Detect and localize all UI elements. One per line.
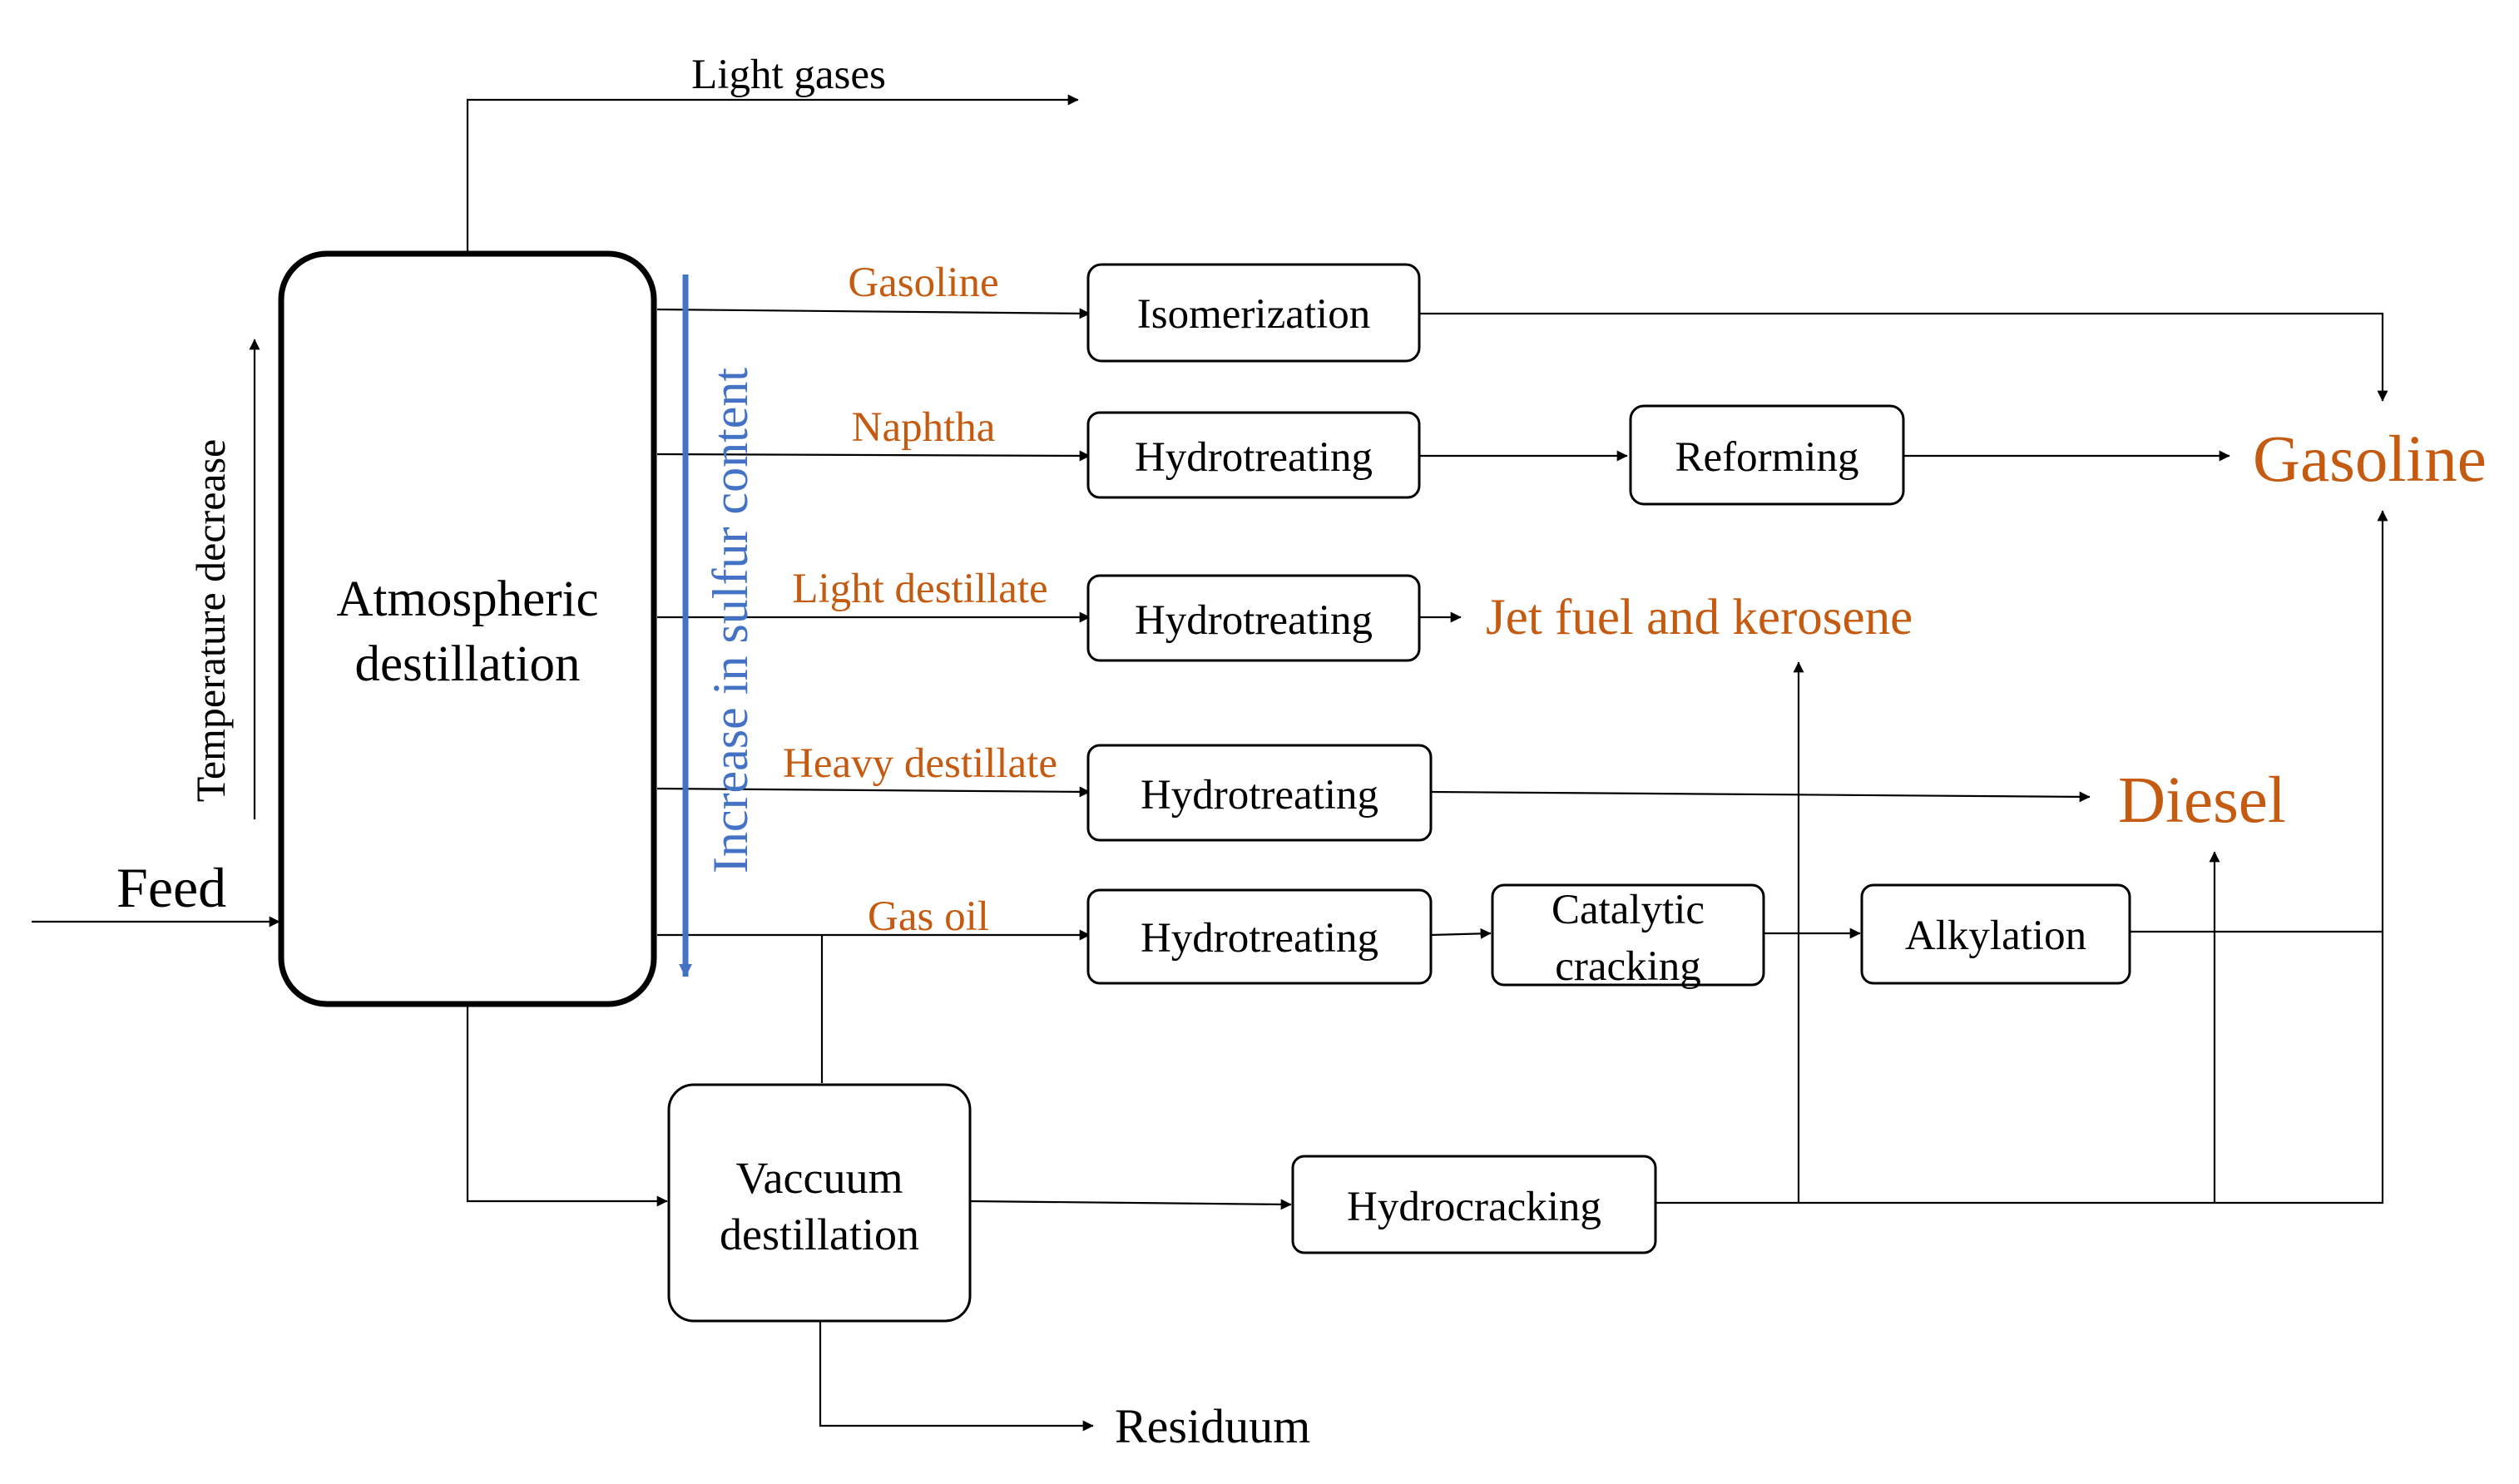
alkylation-box	[1860, 883, 2131, 985]
hydrotreating-heavy-box	[1086, 744, 1433, 842]
atmospheric-column	[278, 250, 657, 1007]
product-label-gasoline: Gasoline	[2253, 423, 2487, 496]
hydrocracking-label: Hydrocracking	[1347, 1184, 1601, 1230]
hydrotreating-gasoil-unit: Hydrotreating	[1086, 888, 1433, 985]
isomerization-label: Isomerization	[1137, 291, 1370, 338]
hydrotreating-to-diesel-arrow	[1430, 790, 2091, 803]
vacuum-label-line2: destillation	[720, 1209, 919, 1259]
hydrocracking-box	[1291, 1155, 1657, 1254]
light-gases-arrow	[466, 94, 1079, 251]
isomerization-to-gasoline-arrow	[1419, 312, 2388, 402]
light-gases-label: Light gases	[691, 52, 886, 98]
hydrotreating-naphtha-label: Hydrotreating	[1135, 434, 1373, 481]
hydrocracking-unit: Hydrocracking	[1291, 1155, 1657, 1254]
heavy-destillate-stream-arrow	[656, 786, 1091, 798]
reforming-unit: Reforming	[1629, 404, 1905, 506]
alkylation-unit: Alkylation	[1860, 883, 2131, 985]
gasoline-stream-arrow	[656, 308, 1091, 319]
atmospheric-distillation-unit: Atmospheric destillation	[278, 250, 657, 1007]
stream-label-naphtha: Naphtha	[852, 404, 996, 451]
naphtha-stream-arrow	[656, 450, 1091, 462]
residuum-label: Residuum	[1115, 1399, 1310, 1453]
atmospheric-label-line2: destillation	[354, 636, 580, 692]
stream-label-heavy-destillate: Heavy destillate	[783, 740, 1057, 787]
hydrotreating-gasoil-label: Hydrotreating	[1141, 915, 1378, 962]
catalytic-cracking-unit: Catalytic cracking	[1491, 883, 1765, 990]
catalytic-cracking-label-line2: cracking	[1555, 943, 1701, 990]
vacuum-label-line1: Vaccuum	[736, 1153, 903, 1203]
isomerization-box	[1086, 263, 1421, 363]
hydrocracking-to-gasoline-arrow	[1655, 510, 2388, 1205]
hydrotreating-light-label: Hydrotreating	[1135, 597, 1373, 644]
sulfur-content-label: Increase in sulfur content	[703, 368, 758, 873]
alkylation-label: Alkylation	[1905, 913, 2086, 959]
product-label-jet-fuel: Jet fuel and kerosene	[1486, 590, 1913, 646]
atmospheric-label-line1: Atmospheric	[336, 571, 598, 627]
hydrotreating-light-unit: Hydrotreating	[1086, 574, 1421, 662]
stream-label-gasoline: Gasoline	[848, 260, 998, 306]
hydrotreating-light-box	[1086, 574, 1421, 662]
stream-label-light-destillate: Light destillate	[792, 566, 1047, 612]
hydrotreating-gasoil-box	[1086, 888, 1433, 985]
temperature-label: Temperature decrease	[187, 439, 234, 802]
hydrotreating-heavy-unit: Hydrotreating	[1086, 744, 1433, 842]
flow-lines	[32, 94, 2388, 1432]
feed-label: Feed	[116, 856, 226, 919]
vacuum-box	[667, 1083, 972, 1323]
reforming-label: Reforming	[1675, 434, 1859, 481]
hydrotreating-naphtha-unit: Hydrotreating	[1086, 411, 1421, 499]
vacuum-distillation-unit: Vaccuum destillation	[667, 1083, 972, 1323]
bottoms-to-vacuum-arrow	[466, 1007, 668, 1207]
isomerization-unit: Isomerization	[1086, 263, 1421, 363]
hydrotreating-naphtha-box	[1086, 411, 1421, 499]
stream-label-gas-oil: Gas oil	[868, 893, 989, 940]
vacuum-to-residuum-arrow	[819, 1321, 1094, 1432]
product-label-diesel: Diesel	[2118, 764, 2286, 837]
hydrotreating-heavy-label: Hydrotreating	[1141, 772, 1378, 819]
vacuum-to-hydrocracking-arrow	[969, 1199, 1292, 1210]
catalytic-cracking-label-line1: Catalytic	[1551, 887, 1705, 933]
catalytic-cracking-box	[1491, 883, 1765, 987]
hydrotreating-to-cracking-arrow	[1430, 928, 1492, 939]
reforming-box	[1629, 404, 1905, 506]
